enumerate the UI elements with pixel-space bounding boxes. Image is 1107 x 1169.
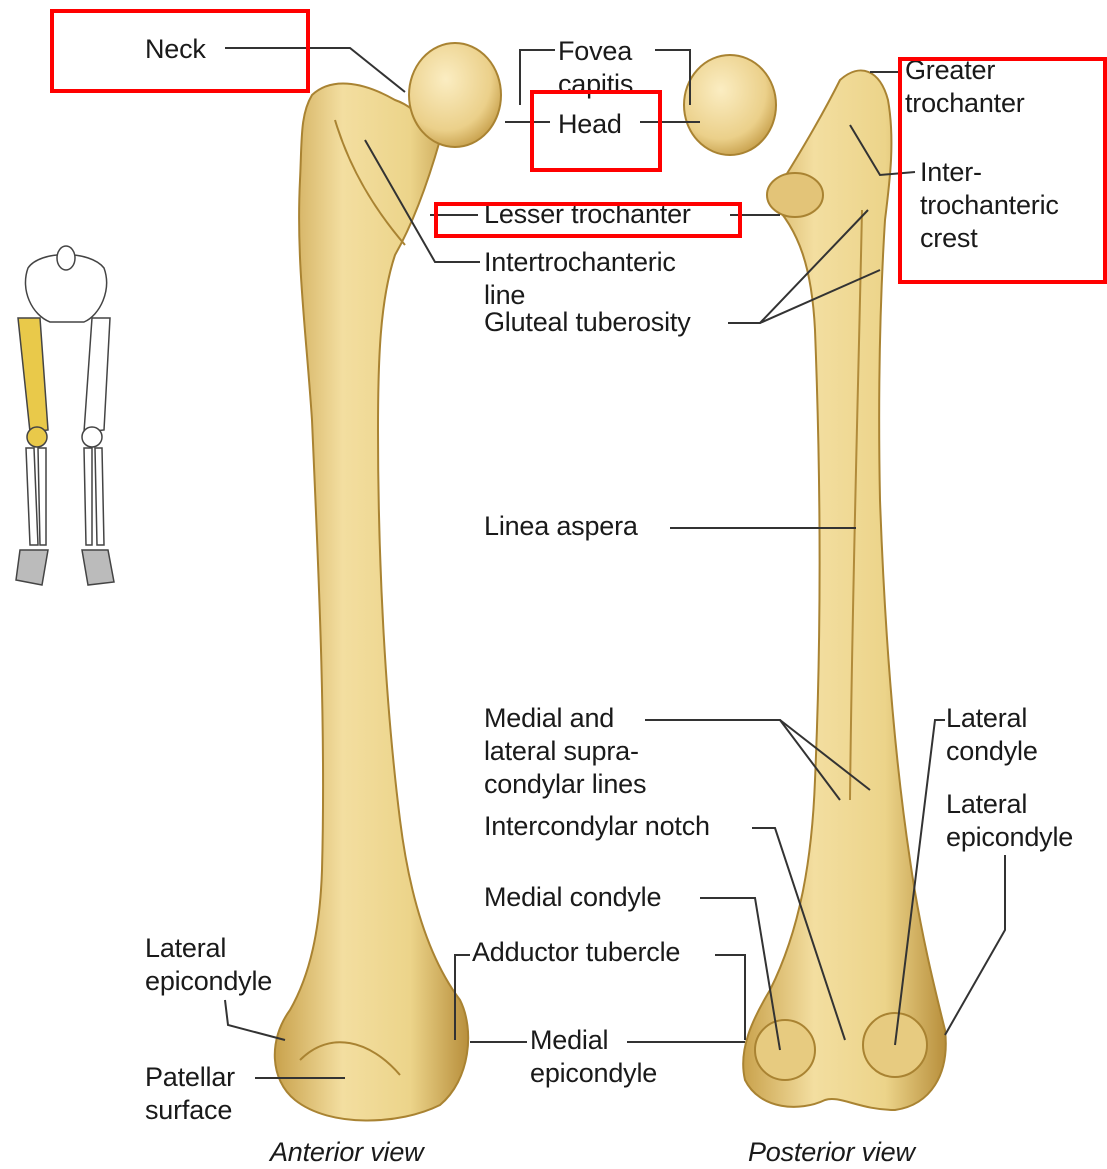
skeleton-thumbnail <box>16 246 114 585</box>
label-supracondylar-lines: Medial and lateral supra- condylar lines <box>484 702 646 801</box>
label-adductor-tubercle: Adductor tubercle <box>472 936 680 969</box>
label-intertrochanteric-line: Intertrochanteric line <box>484 246 676 312</box>
label-medial-epicondyle: Medial epicondyle <box>530 1024 657 1090</box>
label-lateral-epicondyle-anterior: Lateral epicondyle <box>145 932 272 998</box>
highlight-box-lesser-trochanter <box>434 202 742 238</box>
label-gluteal-tuberosity: Gluteal tuberosity <box>484 306 691 339</box>
highlight-box-neck <box>50 9 310 93</box>
label-posterior-view: Posterior view <box>748 1136 915 1169</box>
label-anterior-view: Anterior view <box>270 1136 423 1169</box>
label-patellar-surface: Patellar surface <box>145 1061 235 1127</box>
label-lateral-epicondyle-posterior: Lateral epicondyle <box>946 788 1073 854</box>
highlight-box-greater-trochanter <box>898 57 1107 284</box>
label-medial-condyle: Medial condyle <box>484 881 661 914</box>
highlight-box-head <box>530 90 662 172</box>
label-linea-aspera: Linea aspera <box>484 510 638 543</box>
label-lateral-condyle: Lateral condyle <box>946 702 1038 768</box>
label-intercondylar-notch: Intercondylar notch <box>484 810 710 843</box>
